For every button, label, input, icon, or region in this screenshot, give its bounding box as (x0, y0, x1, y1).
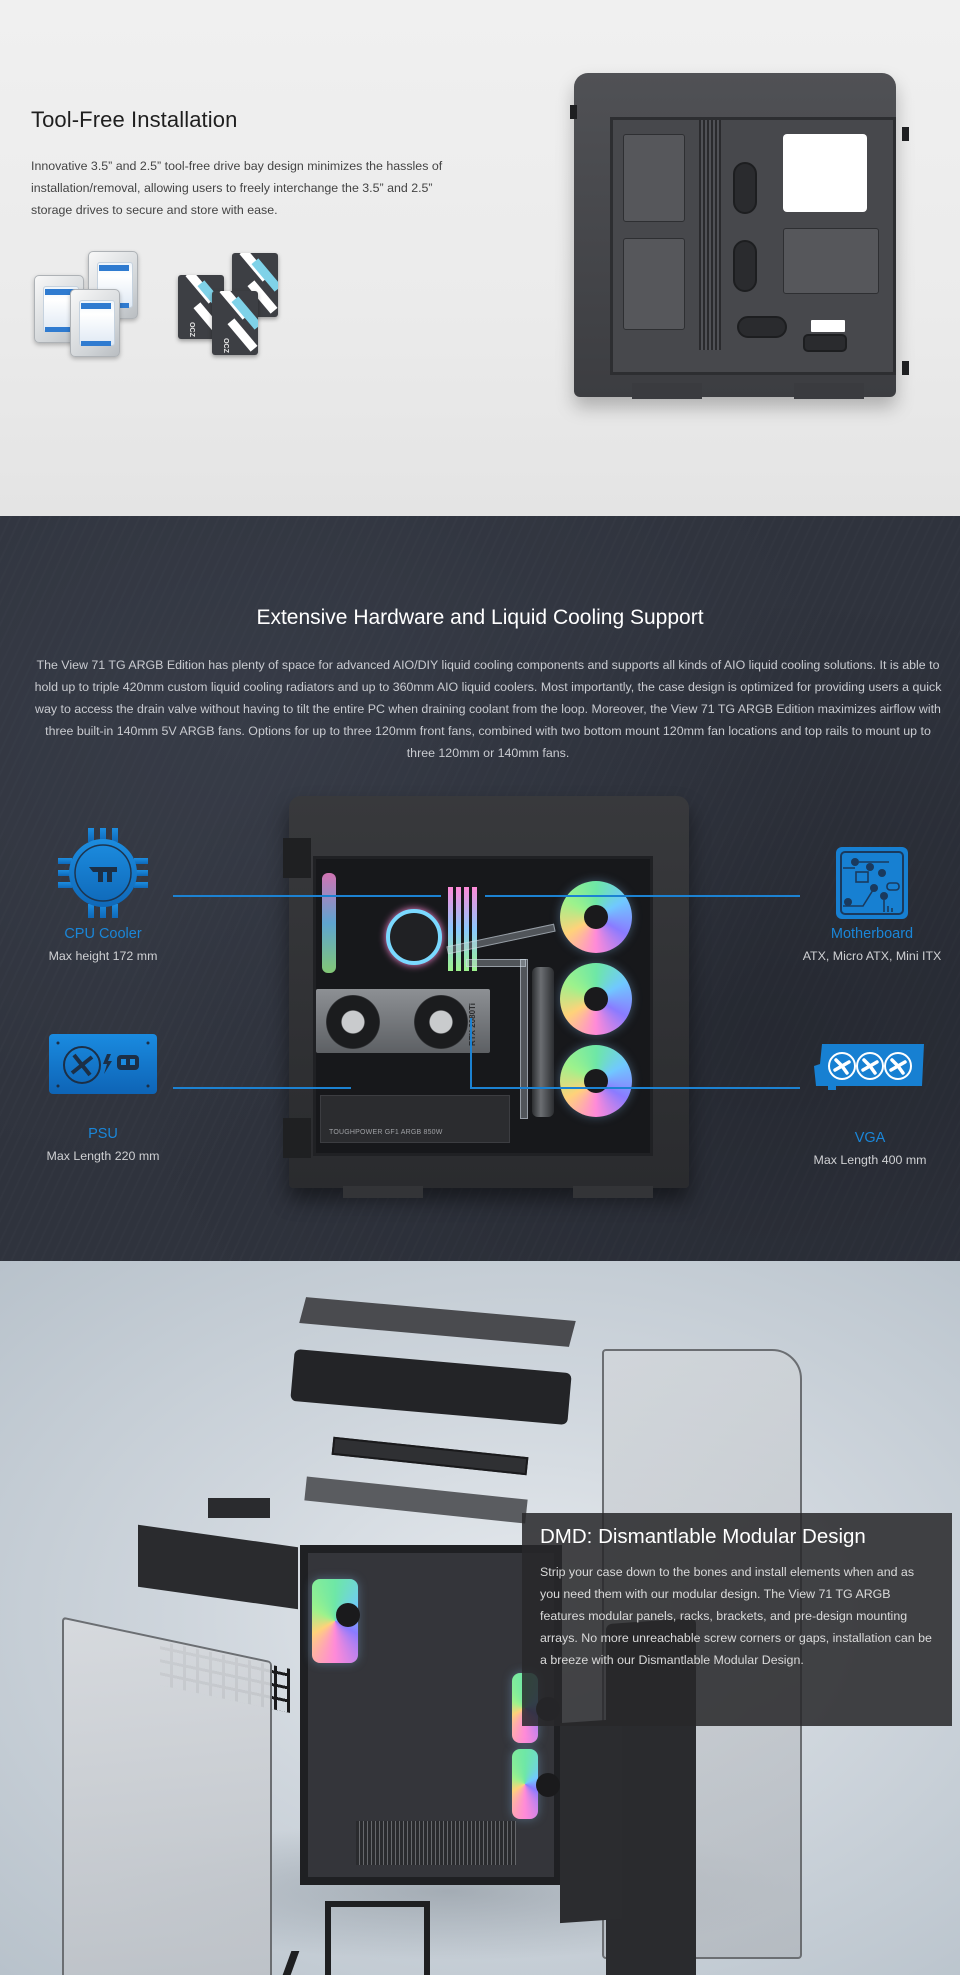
case-side-view-image (562, 65, 912, 415)
dmd-text-box: DMD: Dismantlable Modular Design Strip y… (522, 1513, 952, 1726)
hdd-icon (70, 289, 120, 357)
psu-icon (49, 1034, 157, 1096)
drives-image: OCZ OCZ OCZ (30, 245, 290, 365)
feature-motherboard: Motherboard ATX, Micro ATX, Mini ITX (784, 834, 960, 963)
argb-fan-icon (512, 1749, 560, 1819)
argb-fan-icon (312, 1579, 360, 1663)
motherboard-connector-line (485, 895, 800, 897)
hardware-description: The View 71 TG ARGB Edition has plenty o… (34, 658, 942, 760)
vga-connector-line-v (470, 1018, 472, 1089)
motherboard-icon (835, 846, 909, 920)
feature-psu: PSU Max Length 220 mm (20, 1034, 186, 1163)
vga-icon (814, 1042, 926, 1096)
feature-cpu-cooler: CPU Cooler Max height 172 mm (20, 826, 186, 963)
cpu-cooler-icon (56, 826, 150, 920)
psu-connector-line (173, 1087, 351, 1089)
dmd-description: Strip your case down to the bones and in… (540, 1565, 932, 1667)
case-build-image: RTX 2080Ti TOUGHPOWER GF1 ARGB 850W (283, 788, 695, 1198)
cpu-cooler-connector-line (173, 895, 441, 897)
psu-image: TOUGHPOWER GF1 ARGB 850W (320, 1095, 510, 1143)
argb-fan-icon (560, 1045, 632, 1117)
hardware-support-section: Extensive Hardware and Liquid Cooling Su… (0, 516, 960, 1261)
tool-free-description: Innovative 3.5” and 2.5” tool-free drive… (31, 159, 443, 217)
tool-free-section: Tool-Free Installation Innovative 3.5” a… (0, 0, 960, 516)
dmd-section: DMD: Dismantlable Modular Design Strip y… (0, 1261, 960, 1975)
hardware-title: Extensive Hardware and Liquid Cooling Su… (256, 606, 704, 629)
ssd-icon: OCZ (212, 291, 258, 355)
tool-free-title: Tool-Free Installation (31, 107, 238, 132)
vga-connector-line (470, 1087, 800, 1089)
argb-fan-icon (560, 963, 632, 1035)
dmd-title: DMD: Dismantlable Modular Design (540, 1525, 866, 1548)
gpu-image: RTX 2080Ti (316, 989, 490, 1053)
argb-fan-icon (560, 881, 632, 953)
feature-vga: VGA Max Length 400 mm (790, 1034, 950, 1167)
